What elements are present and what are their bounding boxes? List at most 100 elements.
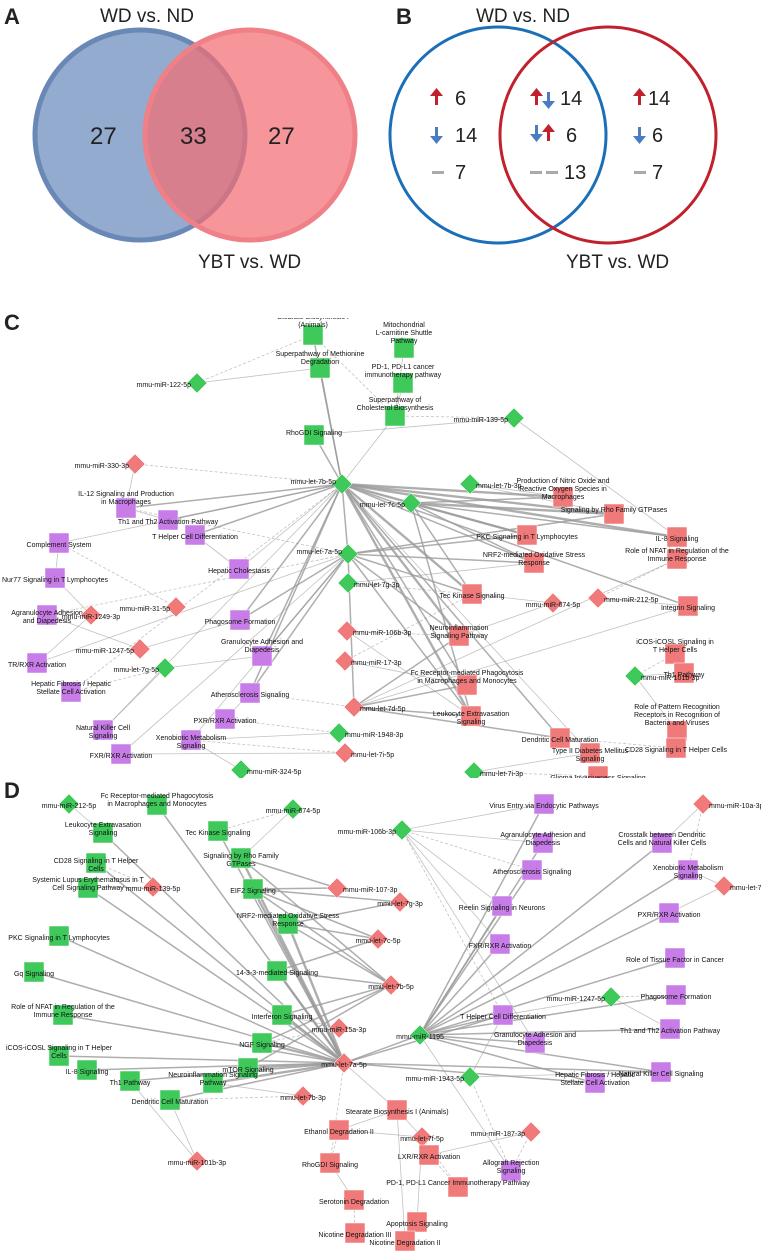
- network-d-node-d40: NGF Signaling: [239, 1032, 285, 1054]
- network-d-node-d60: Serotonin Degradation: [319, 1189, 389, 1211]
- network-c-node-label: PXR/RXR Activation: [193, 718, 256, 725]
- network-c-edge: [194, 483, 343, 536]
- network-c-node-c53: mmu-miR-1948-3p: [328, 722, 403, 744]
- network-c-edge: [164, 655, 263, 669]
- venn-b-bottom-label: YBT vs. WD: [566, 252, 670, 273]
- panel-label-d: D: [4, 778, 20, 803]
- network-c-node-c23: Hepatic Cholestasis: [208, 558, 270, 580]
- network-d-node-d4: mmu-miR-10a-3p: [692, 793, 761, 815]
- venn-b-left-none-count: 7: [455, 162, 467, 184]
- venn-b-right-none-count: 7: [652, 162, 664, 184]
- network-c-edge: [344, 593, 473, 662]
- network-c-node-c50: PXR/RXR Activation: [193, 708, 257, 730]
- network-c-edge: [341, 483, 349, 555]
- network-c-square-marker: [309, 357, 331, 379]
- network-d-node-label: NGF Signaling: [239, 1042, 285, 1049]
- network-c-edge: [353, 558, 678, 708]
- network-c-node-label: Atherosclerosis Signaling: [211, 692, 290, 699]
- network-d-diamond-marker: [367, 928, 389, 950]
- network-d-node-d24: mmu-let-7c-5p: [355, 928, 401, 950]
- network-c-square-marker: [180, 729, 202, 751]
- network-c-node-label: Th1 and Th2 Activation Pathway: [118, 519, 219, 526]
- network-d-node-d34: Interferon Signaling: [252, 1004, 312, 1026]
- venn-a-top-label: WD vs. ND: [100, 6, 194, 27]
- network-c-square-marker: [26, 652, 48, 674]
- network-d-node-label: Role of Tissue Factor in Cancer: [626, 957, 725, 964]
- network-c-diamond-marker: [336, 620, 358, 642]
- network-c-node-c9: mmu-let-7b-5p: [290, 473, 353, 495]
- network-d-edge: [401, 829, 501, 945]
- network-d-node-label: Serotonin Degradation: [319, 1199, 389, 1206]
- network-d-square-marker: [23, 961, 45, 983]
- network-c-diamond-marker: [331, 473, 353, 495]
- network-d-node-label: RhoGDI Signaling: [302, 1162, 358, 1169]
- network-c-edge: [120, 752, 346, 755]
- network-d-edge: [247, 984, 392, 1069]
- panel-label-b: B: [396, 4, 412, 29]
- network-d-diamond-marker: [282, 798, 304, 820]
- network-c-edge: [46, 614, 141, 650]
- network-c-node-c35: mmu-miR-1247-5p: [76, 638, 151, 660]
- network-d-node-d41: Natural Killer Cell Signaling: [619, 1061, 704, 1083]
- network-d-node-d30: Phagosome Formation: [641, 984, 712, 1006]
- network-d-diamond-marker: [600, 986, 622, 1008]
- network-c-node-label: mmu-miR-31-5p: [119, 606, 170, 613]
- network-c-square-marker: [603, 503, 625, 525]
- network-c-node-c10: mmu-let-7b-3p: [459, 473, 522, 495]
- network-d-edge: [419, 1028, 671, 1036]
- network-c-square-marker: [251, 645, 273, 667]
- venn-b-mid-downup-arrows: [530, 124, 555, 142]
- network-c-diamond-marker: [154, 657, 176, 679]
- network-d-node-d55: LXR/RXR Activation: [398, 1144, 460, 1166]
- network-c-node-label: FXR/RXR Activation: [90, 753, 153, 760]
- network-d-node-d25: FXR/RXR Activation: [469, 933, 531, 955]
- network-c-square-marker: [516, 524, 538, 546]
- network-c-edge: [341, 482, 678, 539]
- network-d-square-marker: [650, 1061, 672, 1083]
- network-c-node-c16: T Helper Cell Differentiation: [152, 524, 238, 546]
- network-c-node-label: mmu-let-7b-5p: [290, 479, 336, 486]
- network-d-node-label: mTOR Signaling: [222, 1067, 273, 1074]
- network-d-node-d23: PKC Signaling in T Lymphocytes: [8, 925, 110, 947]
- panel-label-a: A: [4, 4, 20, 29]
- network-c-edge: [70, 483, 343, 693]
- network-d-edge: [343, 1034, 421, 1064]
- network-d-edge: [338, 1129, 423, 1138]
- network-d-edge: [286, 923, 346, 1064]
- network-d-node-label: mmu-miR-10a-3p: [709, 803, 761, 810]
- network-d-edge: [212, 1061, 345, 1085]
- network-c-edge: [346, 630, 460, 637]
- venn-a-bottom-label: YBT vs. WD: [198, 252, 302, 273]
- network-d-edge: [87, 887, 345, 1064]
- network-c-node-c14: Signaling by Rho Family GTPases: [561, 503, 668, 525]
- network-d-node-d32: T Helper Cell Differentiation: [460, 1004, 546, 1026]
- network-c-edge: [353, 605, 689, 708]
- network-d-square-marker: [418, 1144, 440, 1166]
- network-c-edge: [125, 483, 343, 509]
- network-d-edge: [502, 996, 612, 1016]
- network-c-diamond-marker: [334, 742, 356, 764]
- network-d-node-d6: Tec Kinase Signaling: [186, 820, 251, 842]
- venn-b-right-down-count: 6: [652, 125, 664, 147]
- network-d-edge: [419, 842, 663, 1036]
- network-c-node-c13: mmu-let-7c-5p: [360, 492, 422, 514]
- network-d-node-d0: mmu-miR-212-5p: [42, 793, 96, 815]
- network-d-edge: [401, 803, 545, 831]
- network-d-node-label: mmu-miR-187-3p: [471, 1131, 526, 1138]
- network-c-edge: [410, 502, 535, 564]
- network-d-diamond-marker: [391, 819, 413, 841]
- network-d-node-label: mmu-miR-101b-3p: [168, 1160, 226, 1167]
- network-d-square-marker: [344, 1222, 366, 1244]
- network-d-node-d19: mmu-let-7g-3p: [377, 891, 423, 913]
